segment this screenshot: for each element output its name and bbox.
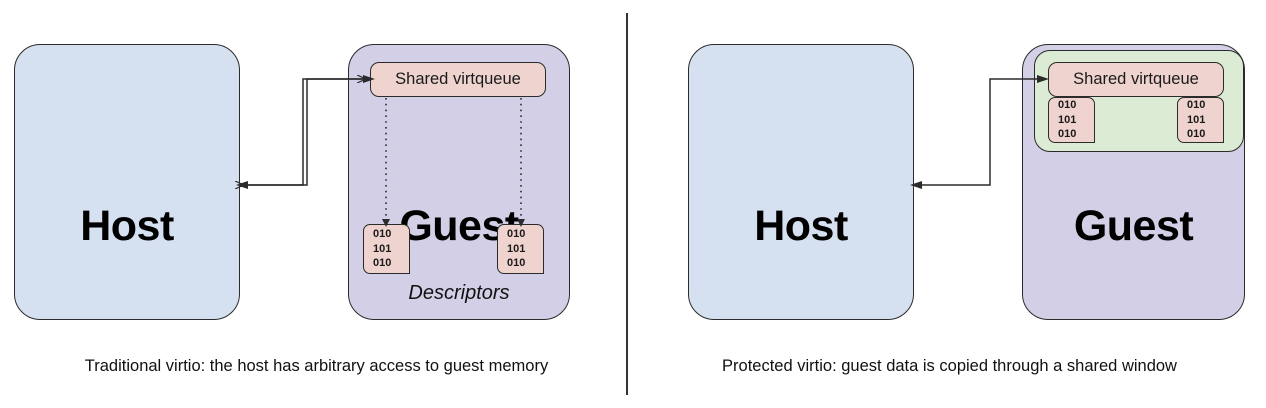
host-box-protected[interactable]: Host: [688, 44, 914, 320]
host-label-protected: Host: [754, 202, 848, 250]
caption-traditional: Traditional virtio: the host has arbitra…: [84, 357, 549, 375]
host-box-traditional[interactable]: Host: [14, 44, 240, 320]
descriptor-card-right-protected[interactable]: 010 101 010: [1177, 97, 1224, 143]
descriptor-line: 010: [1058, 128, 1077, 141]
descriptor-line: 010: [1058, 98, 1077, 111]
caption-protected: Protected virtio: guest data is copied t…: [722, 357, 1177, 375]
descriptor-line: 010: [1187, 98, 1206, 111]
descriptor-line: 101: [507, 242, 526, 255]
descriptor-card-right-traditional[interactable]: 010 101 010: [497, 224, 544, 274]
panel-divider: [626, 13, 628, 395]
descriptor-card-left-traditional[interactable]: 010 101 010: [363, 224, 410, 274]
descriptors-caption-traditional: Descriptors: [408, 282, 510, 304]
host-label-traditional: Host: [80, 202, 174, 250]
descriptor-line: 101: [1058, 113, 1077, 126]
descriptor-line: 010: [373, 257, 392, 270]
shared-virtqueue-traditional[interactable]: Shared virtqueue: [370, 62, 546, 97]
descriptor-line: 010: [507, 257, 526, 270]
shared-virtqueue-protected[interactable]: Shared virtqueue: [1048, 62, 1224, 97]
descriptor-card-left-protected[interactable]: 010 101 010: [1048, 97, 1095, 143]
descriptor-line: 010: [507, 227, 526, 240]
descriptor-line: 101: [373, 242, 392, 255]
descriptor-line: 010: [1187, 128, 1206, 141]
guest-label-protected: Guest: [1073, 202, 1194, 250]
descriptor-line: 010: [373, 227, 392, 240]
descriptor-line: 101: [1187, 113, 1206, 126]
